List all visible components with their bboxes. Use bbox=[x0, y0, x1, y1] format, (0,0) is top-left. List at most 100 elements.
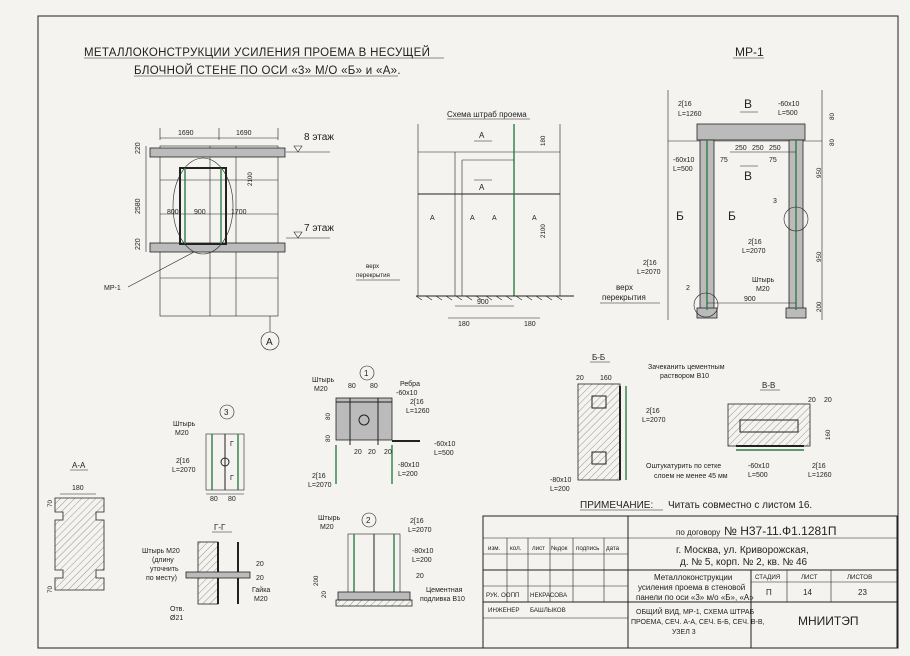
sec-vv-plate: -60х10 bbox=[748, 463, 770, 470]
scheme-cut-a-mid: А bbox=[479, 183, 485, 192]
mp1-dim-900: 900 bbox=[744, 296, 756, 303]
scheme-dim-180: 180 bbox=[540, 135, 547, 146]
organization: МНИИТЭП bbox=[798, 614, 859, 628]
sec-bb-plate: -80х10 bbox=[550, 477, 572, 484]
node1-dim-20b: 20 bbox=[368, 449, 376, 456]
col-kol: кол. bbox=[510, 545, 522, 552]
role-head: РУК. ООПП bbox=[486, 592, 519, 599]
sec-bb-note-3: Оштукатурить по сетке bbox=[646, 463, 721, 470]
note-label: ПРИМЕЧАНИЕ: bbox=[580, 500, 653, 511]
dim-1700: 1700 bbox=[231, 209, 247, 216]
mp1-cut-b-left: Б bbox=[676, 209, 684, 223]
sec-aa-dim-70a: 70 bbox=[47, 500, 54, 507]
mp1-plate-top: -60х10 bbox=[778, 101, 800, 108]
mp1-cut-b-right: Б bbox=[728, 209, 736, 223]
scheme-cut-a-top: А bbox=[479, 131, 485, 140]
floor-7-label: 7 этаж bbox=[304, 223, 334, 234]
sheet-content-2: ПРОЕМА, СЕЧ. А-А, СЕЧ. Б-Б, СЕЧ. В-В, bbox=[631, 619, 765, 626]
section-a-a: А-А 180 70 70 bbox=[47, 461, 105, 593]
mp1-dim-950b: 950 bbox=[816, 251, 823, 262]
sec-aa-dim-70b: 70 bbox=[47, 586, 54, 593]
dim-2580: 2580 bbox=[135, 198, 142, 214]
role-engineer: ИНЖЕНЕР bbox=[488, 607, 519, 614]
axis-a-bubble: А bbox=[266, 337, 273, 348]
node2-plate: -80х10 bbox=[412, 548, 434, 555]
sec-gg-dim-20a: 20 bbox=[256, 561, 264, 568]
dim-220-bot: 220 bbox=[135, 238, 142, 250]
node1-beam-section: 2[16 bbox=[410, 399, 424, 406]
mp1-stud-size: М20 bbox=[756, 286, 770, 293]
sec-gg-stud: Штырь М20 bbox=[142, 548, 180, 555]
node1-dim-80d: 80 bbox=[325, 435, 332, 442]
mp1-title: МР-1 bbox=[735, 45, 764, 59]
sec-vv-beam-section: 2[16 bbox=[812, 463, 826, 470]
sec-bb-dim-20: 20 bbox=[576, 375, 584, 382]
desc-line-3: панели по оси «3» м/о «Б», «А» bbox=[636, 593, 754, 602]
scheme-dim-2100: 2100 bbox=[540, 224, 547, 238]
scheme-cut-a-right1: А bbox=[492, 215, 497, 222]
mp1-stud-label: Штырь bbox=[752, 277, 775, 284]
section-b-b: Б-Б 20 160 Зачеканить цементным растворо… bbox=[550, 353, 728, 493]
sec-aa-title: А-А bbox=[72, 461, 86, 470]
col-date: дата bbox=[606, 545, 620, 552]
col-list: лист bbox=[532, 545, 545, 552]
sec-vv-beam-length: L=1260 bbox=[808, 472, 832, 479]
contract-number: № Н37-11.Ф1.1281П bbox=[724, 524, 836, 538]
scheme-cut-a-left1: А bbox=[430, 215, 435, 222]
sec-gg-hole-dia: Ø21 bbox=[170, 615, 183, 622]
node1-col-length: L=2070 bbox=[308, 482, 332, 489]
sec-bb-title: Б-Б bbox=[592, 353, 605, 362]
node1-beam-length: L=1260 bbox=[406, 408, 430, 415]
node1-col-section: 2[16 bbox=[312, 473, 326, 480]
address-line-1: г. Москва, ул. Криворожская, bbox=[676, 545, 809, 556]
mp1-dim-200: 200 bbox=[816, 301, 823, 312]
mp1-dim-950a: 950 bbox=[816, 167, 823, 178]
mp1-dim-75b: 75 bbox=[769, 157, 777, 164]
sec-bb-note-4: слоем не менее 45 мм bbox=[654, 473, 728, 480]
mp1-dim-250a: 250 bbox=[735, 145, 747, 152]
drawing-note: ПРИМЕЧАНИЕ: Читать совместно с листом 16… bbox=[580, 500, 812, 511]
scheme-title: Схема штраб проема bbox=[447, 110, 527, 119]
col-izm: изм. bbox=[488, 545, 501, 552]
scheme-cut-a-right2: А bbox=[532, 215, 537, 222]
mp1-cut-v-top: В bbox=[744, 97, 752, 111]
mp1-beam-length: L=1260 bbox=[678, 111, 702, 118]
sheet-frame bbox=[37, 15, 899, 649]
sec-gg-nut: Гайка bbox=[252, 586, 270, 594]
node2-plate-len: L=200 bbox=[412, 557, 432, 564]
node2-pad-2: подливка В10 bbox=[420, 596, 465, 603]
node3-dim-80a: 80 bbox=[210, 496, 218, 503]
chase-scheme-view: Схема штраб проема А А 180 2100 А А А А … bbox=[356, 110, 574, 328]
node1-stud-size: М20 bbox=[314, 386, 328, 393]
dim-1690-right: 1690 bbox=[236, 130, 252, 137]
node-1-detail: 1 Штырь М20 80 80 Ребра -60х10 2[16 L=12… bbox=[308, 365, 456, 489]
name-engineer: БАШЛЫКОВ bbox=[530, 607, 566, 614]
node2-dim-200: 200 bbox=[313, 575, 320, 586]
node2-dim-20b: 20 bbox=[416, 573, 424, 580]
sec-aa-dim-180: 180 bbox=[72, 485, 84, 492]
col-doc: №док bbox=[551, 545, 568, 552]
sec-bb-col-length: L=2070 bbox=[642, 417, 666, 424]
node1-dim-80c: 80 bbox=[325, 413, 332, 420]
node-3-detail: 3 Штырь М20 2[16 L=2070 Г Г 80 80 bbox=[172, 404, 245, 503]
mp1-dim-80r: 80 bbox=[829, 139, 836, 146]
sec-gg-hole: Отв. bbox=[170, 606, 184, 613]
note-text: Читать совместно с листом 16. bbox=[668, 500, 812, 511]
drawing-title: МЕТАЛЛОКОНСТРУКЦИИ УСИЛЕНИЯ ПРОЕМА В НЕС… bbox=[84, 46, 444, 77]
node3-col-section: 2[16 bbox=[176, 458, 190, 465]
stage-header: СТАДИЯ bbox=[755, 574, 780, 581]
node2-col-section: 2[16 bbox=[410, 518, 424, 525]
dim-900: 900 bbox=[194, 209, 206, 216]
node1-number: 1 bbox=[364, 369, 369, 378]
node3-cut-g-bot: Г bbox=[230, 475, 234, 482]
sec-bb-note-1: Зачеканить цементным bbox=[648, 364, 725, 371]
floor-8-label: 8 этаж bbox=[304, 132, 334, 143]
dim-1690-left: 1690 bbox=[178, 130, 194, 137]
sheet-content-1: ОБЩИЙ ВИД, МР-1, СХЕМА ШТРАБ bbox=[636, 607, 755, 616]
title-block: по договору № Н37-11.Ф1.1281П изм. кол. … bbox=[482, 515, 898, 649]
sheet-value: 14 bbox=[803, 588, 812, 597]
node1-dim-20a: 20 bbox=[354, 449, 362, 456]
sec-gg-note-2: уточнить bbox=[150, 566, 179, 573]
node1-dim-20c: 20 bbox=[384, 449, 392, 456]
